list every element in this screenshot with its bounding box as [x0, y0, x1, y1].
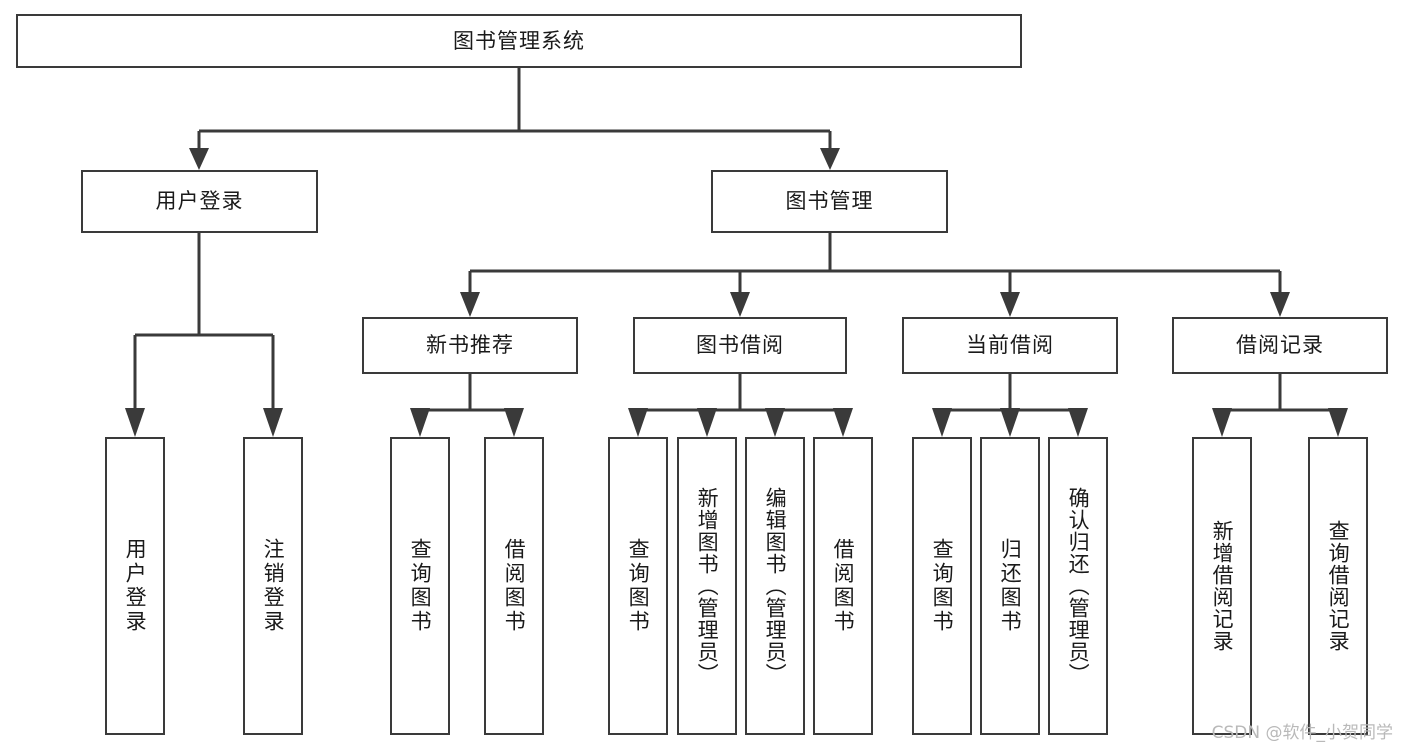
arrow-to-user-login [189, 148, 209, 170]
arrow-new-book-leaf2 [504, 408, 524, 437]
node-label: 用户登录 [123, 538, 148, 634]
leaf-book-borrow-add[interactable]: 新增图书（管理员） [677, 437, 737, 735]
node-user-login[interactable]: 用户登录 [81, 170, 318, 233]
node-label: 查询图书 [626, 538, 651, 634]
node-new-book-recommend[interactable]: 新书推荐 [362, 317, 578, 374]
arrow-to-book-borrow [730, 292, 750, 317]
leaf-current-borrow-confirm-return[interactable]: 确认归还（管理员） [1048, 437, 1108, 735]
node-label: 当前借阅 [966, 333, 1054, 358]
node-label: 图书管理 [785, 189, 874, 214]
leaf-book-borrow-edit[interactable]: 编辑图书（管理员） [745, 437, 805, 735]
leaf-book-borrow-borrow[interactable]: 借阅图书 [813, 437, 873, 735]
arrow-book-borrow-leaf4 [833, 408, 853, 437]
arrow-to-current-borrow [1000, 292, 1020, 317]
node-label: 确认归还（管理员） [1066, 487, 1091, 685]
leaf-borrow-record-query[interactable]: 查询借阅记录 [1308, 437, 1368, 735]
arrow-current-borrow-leaf3 [1068, 408, 1088, 437]
leaf-current-borrow-query[interactable]: 查询图书 [912, 437, 972, 735]
node-label: 新增图书（管理员） [695, 487, 720, 685]
arrow-book-borrow-leaf1 [628, 408, 648, 437]
node-label: 用户登录 [155, 189, 244, 214]
node-label: 查询借阅记录 [1326, 520, 1351, 652]
arrow-user-login-leaf1 [125, 408, 145, 437]
node-label: 图书借阅 [696, 333, 784, 358]
node-label: 新书推荐 [426, 333, 514, 358]
arrow-borrow-record-leaf1 [1212, 408, 1232, 437]
node-label: 编辑图书（管理员） [763, 487, 788, 685]
leaf-user-login-login[interactable]: 用户登录 [105, 437, 165, 735]
node-borrow-record[interactable]: 借阅记录 [1172, 317, 1388, 374]
node-root-book-management-system[interactable]: 图书管理系统 [16, 14, 1022, 68]
node-label: 注销登录 [261, 538, 286, 634]
arrow-current-borrow-leaf2 [1000, 408, 1020, 437]
node-label: 图书管理系统 [453, 28, 585, 53]
node-label: 借阅图书 [502, 538, 527, 634]
arrow-new-book-leaf1 [410, 408, 430, 437]
arrow-to-new-book [460, 292, 480, 317]
node-label: 借阅图书 [831, 538, 856, 634]
arrow-book-borrow-leaf3 [765, 408, 785, 437]
node-label: 查询图书 [408, 538, 433, 634]
arrow-book-borrow-leaf2 [697, 408, 717, 437]
arrow-borrow-record-leaf2 [1328, 408, 1348, 437]
node-label: 借阅记录 [1236, 333, 1324, 358]
arrow-current-borrow-leaf1 [932, 408, 952, 437]
leaf-new-book-query[interactable]: 查询图书 [390, 437, 450, 735]
node-book-borrow[interactable]: 图书借阅 [633, 317, 847, 374]
arrow-user-login-leaf2 [263, 408, 283, 437]
node-label: 查询图书 [930, 538, 955, 634]
node-book-management[interactable]: 图书管理 [711, 170, 948, 233]
node-label: 新增借阅记录 [1210, 520, 1235, 652]
leaf-book-borrow-query[interactable]: 查询图书 [608, 437, 668, 735]
leaf-user-login-logout[interactable]: 注销登录 [243, 437, 303, 735]
leaf-new-book-borrow[interactable]: 借阅图书 [484, 437, 544, 735]
node-label: 归还图书 [998, 538, 1023, 634]
arrow-to-borrow-record [1270, 292, 1290, 317]
arrow-to-book-manage [820, 148, 840, 170]
node-current-borrow[interactable]: 当前借阅 [902, 317, 1118, 374]
leaf-borrow-record-add[interactable]: 新增借阅记录 [1192, 437, 1252, 735]
leaf-current-borrow-return[interactable]: 归还图书 [980, 437, 1040, 735]
